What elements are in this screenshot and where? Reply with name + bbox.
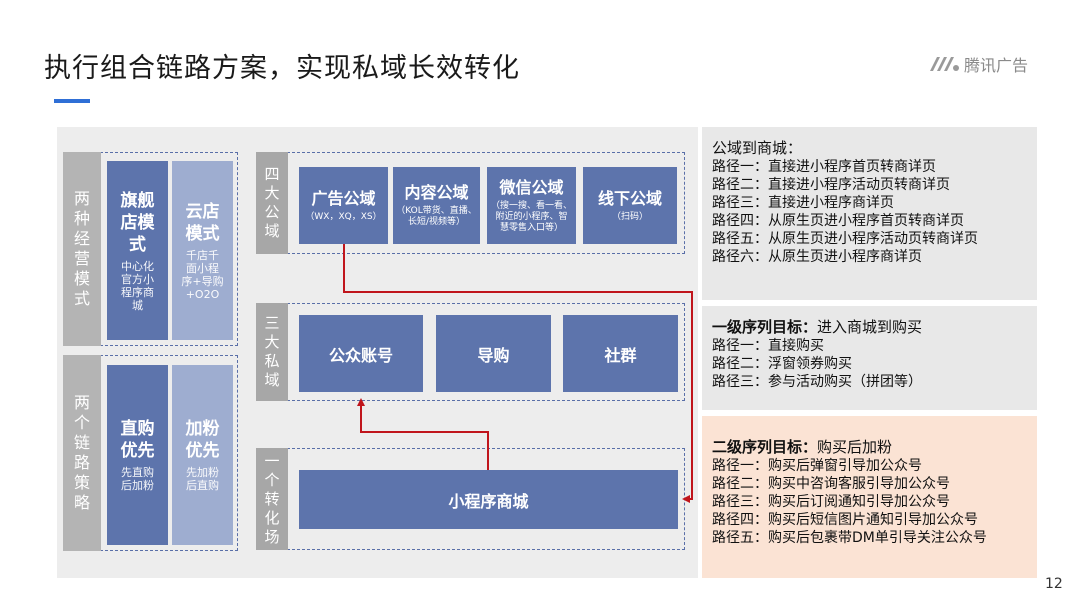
page-number: 12: [1045, 576, 1063, 592]
info-line: 路径一：直接购买: [712, 338, 824, 354]
mall-to-private-arrow: [357, 398, 489, 470]
community-box: 社群: [563, 315, 678, 392]
shopping-guide-box: 导购: [436, 315, 551, 392]
mini-program-mall-box: 小程序商城: [299, 470, 678, 529]
ad-public-domain-box: 广告公域 （WX，XQ，XS）: [299, 167, 388, 244]
logo-text: 腾讯广告: [964, 56, 1029, 75]
public-to-mall-arrow: [343, 244, 693, 503]
info-line: 路径三：参与活动购买（拼团等）: [712, 374, 922, 390]
direct-purchase-first-card: 直购优先 先直购后加粉: [107, 365, 168, 545]
info-box-secondary-goal: 二级序列目标：购买后加粉 路径一：购买后弹窗引导加公众号 路径二：购买中咨询客服…: [702, 416, 1037, 578]
conversion-label: 一个转化场: [256, 448, 288, 550]
cloud-store-card: 云店模式 千店千面小程序+导购+O2O: [172, 161, 233, 340]
info-box-primary-goal: 一级序列目标：进入商城到购买 路径一：直接购买 路径二：浮窗领券购买 路径三：参…: [702, 306, 1037, 410]
info-line: 路径一：直接进小程序首页转商详页: [712, 159, 936, 175]
flagship-store-card: 旗舰店模式 中心化官方小程序商城: [107, 161, 168, 340]
tencent-ads-logo: 腾讯广告: [928, 52, 1028, 76]
public-domain-label: 四大公域: [256, 152, 288, 254]
page-title: 执行组合链路方案，实现私域长效转化: [44, 53, 520, 84]
info-line: 路径四：购买后短信图片通知引导加公众号: [712, 512, 978, 528]
info-line: 路径五：从原生页进小程序活动页转商详页: [712, 231, 978, 247]
info-line: 路径二：浮窗领券购买: [712, 356, 852, 372]
private-domain-label: 三大私域: [256, 303, 288, 401]
title-underline: [54, 99, 90, 103]
info-line: 路径五：购买后包裹带DM单引导关注公众号: [712, 530, 987, 546]
follow-first-card: 加粉优先 先加粉后直购: [172, 365, 233, 545]
info-line: 路径二：直接进小程序活动页转商详页: [712, 177, 950, 193]
info-line: 路径一：购买后弹窗引导加公众号: [712, 458, 922, 474]
info-line: 路径六：从原生页进小程序商详页: [712, 249, 922, 265]
link-strategy-label: 两个链路策略: [63, 355, 101, 551]
info-line: 路径四：从原生页进小程序首页转商详页: [712, 213, 964, 229]
tencent-logo-icon: [930, 57, 959, 71]
wechat-public-domain-box: 微信公域 （搜一搜、看一看、附近的小程序、智慧零售入口等）: [487, 167, 576, 244]
content-public-domain-box: 内容公域 （KOL带货、直播、长短/视频等）: [393, 167, 480, 244]
info-line: 路径二：购买中咨询客服引导加公众号: [712, 476, 950, 492]
business-mode-label: 两种经营模式: [63, 152, 101, 346]
info-box-public-to-mall: 公域到商城： 路径一：直接进小程序首页转商详页 路径二：直接进小程序活动页转商详…: [702, 127, 1037, 300]
official-account-box: 公众账号: [299, 315, 423, 392]
offline-public-domain-box: 线下公域 （扫码）: [583, 167, 677, 244]
info-line: 路径三：购买后订阅通知引导加公众号: [712, 494, 950, 510]
info-line: 路径三：直接进小程序商详页: [712, 195, 894, 211]
